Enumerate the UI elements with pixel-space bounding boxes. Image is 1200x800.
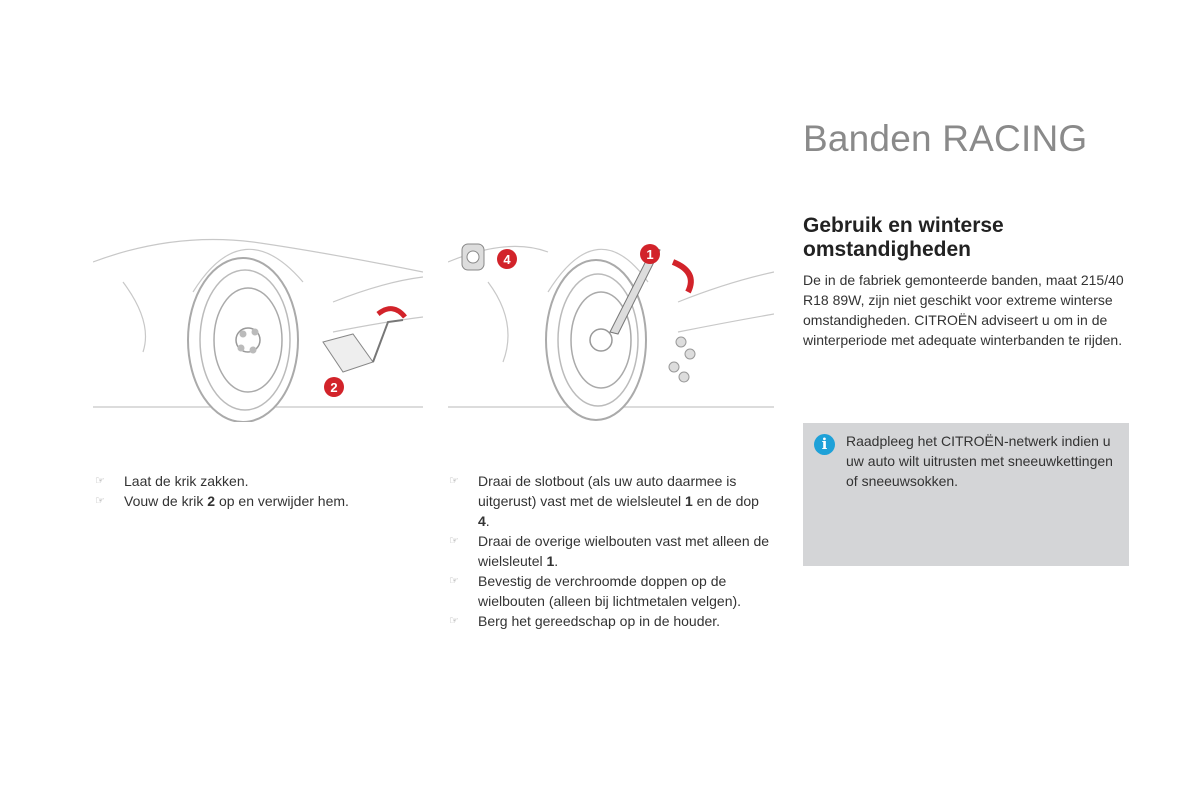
steps-left: ☞ Laat de krik zakken. ☞ Vouw de krik 2 op… [95,471,415,511]
list-item: ☞ Laat de krik zakken. [95,471,415,491]
info-box: i Raadpleeg het CITROËN-netwerk indien u… [803,423,1129,566]
figure-lower-jack: 2 [93,238,423,422]
pointing-hand-icon: ☞ [449,475,459,487]
callout-4 [497,249,517,269]
step-text: Draai de slotbout (als uw auto daarmee i… [478,473,737,509]
section-heading: Gebruik en winterse omstandigheden [803,214,1004,261]
pointing-hand-icon: ☞ [449,575,459,587]
list-item: ☞ Draai de slotbout (als uw auto daarmee … [449,471,774,531]
step-text: . [554,553,559,569]
pointing-hand-icon: ☞ [95,475,105,487]
section-intro: De in de fabriek gemonteerde banden, maa… [803,272,1124,348]
page-title: Banden RACING [803,118,1088,159]
step-text: . [485,513,490,529]
figure-tighten-bolts: 1 4 [448,243,774,421]
callout-ref: 4 [478,513,486,529]
step-text: Vouw de krik [124,493,208,509]
svg-text:4: 4 [503,252,511,267]
callout-1 [640,244,660,264]
pointing-hand-icon: ☞ [449,615,459,627]
callout-ref: 1 [684,493,693,509]
list-item: ☞ Vouw de krik 2 op en verwijder hem. [95,491,415,511]
callout-2 [324,377,344,397]
list-item: ☞ Draai de overige wielbouten vast met al… [449,531,774,571]
info-text: Raadpleeg het CITROËN-netwerk indien u u… [846,433,1113,489]
step-text: Bevestig de verchroomde doppen op de wie… [478,573,742,609]
steps-right: ☞ Draai de slotbout (als uw auto daarmee … [449,471,774,631]
step-text: Draai de overige wielbouten vast met all… [478,533,770,569]
info-icon: i [814,434,835,455]
step-text: Berg het gereedschap op in de houder. [478,613,721,629]
callout-ref: 1 [546,553,555,569]
callout-ref: 2 [207,493,216,509]
pointing-hand-icon: ☞ [449,535,459,547]
step-text: en de dop [692,493,759,509]
step-text: Laat de krik zakken. [124,473,249,489]
list-item: ☞ Berg het gereedschap op in de houder. [449,611,774,631]
svg-text:1: 1 [646,247,653,262]
list-item: ☞ Bevestig de verchroomde doppen op de wi… [449,571,774,611]
svg-text:2: 2 [330,380,337,395]
pointing-hand-icon: ☞ [95,495,105,507]
step-text: op en verwijder hem. [215,493,349,509]
